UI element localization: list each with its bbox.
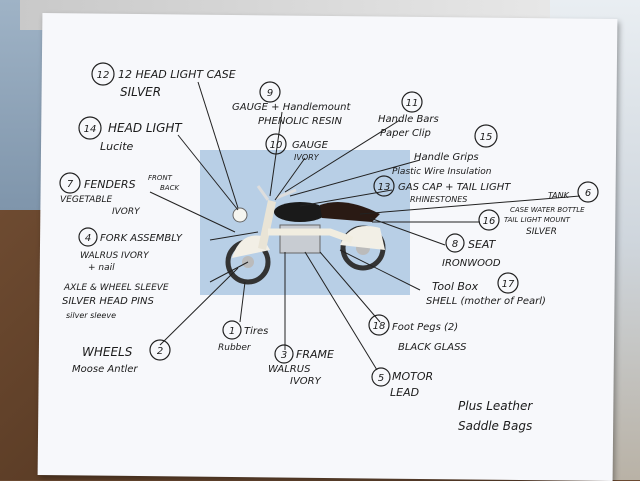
label-fork-assembly: FORK ASSEMBLY [100, 233, 183, 244]
label-gas-cap: GAS CAP + TAIL LIGHT [398, 182, 511, 193]
gas-tank [274, 202, 326, 222]
number-14: 14 [84, 124, 97, 135]
label-axle-sleeve: silver sleeve [66, 311, 116, 320]
number-7: 7 [67, 179, 74, 190]
label-fenders: FENDERS [84, 178, 136, 191]
handle-bars [256, 185, 297, 201]
label-handle-grips-material: Plastic Wire Insulation [392, 167, 492, 177]
label-foot-pegs-material: BLACK GLASS [398, 342, 467, 353]
label-foot-pegs: Foot Pegs (2) [392, 322, 458, 333]
label-saddle-bags: Saddle Bags [458, 419, 532, 433]
number-12: 12 [97, 70, 110, 81]
label-handle-bars: Handle Bars [378, 114, 439, 125]
number-1: 1 [229, 326, 235, 337]
handwritten-labels: 12 HEAD LIGHT CASE SILVER GAUGE + Handle… [60, 68, 585, 433]
label-fenders-back: BACK [160, 184, 180, 192]
circle-numbers: 12 9 11 14 10 15 7 13 6 16 4 8 17 1 18 2… [67, 70, 591, 384]
label-frame-material-2: IVORY [290, 376, 322, 387]
label-gauge-material: IVORY [294, 153, 320, 162]
number-15: 15 [480, 132, 493, 143]
label-headlight-case: 12 HEAD LIGHT CASE [118, 68, 236, 81]
motorcycle-photo [225, 185, 386, 285]
number-10: 10 [270, 140, 283, 151]
label-fork-nail: + nail [88, 263, 115, 273]
seat [320, 202, 380, 222]
number-16: 16 [483, 216, 496, 227]
label-head-light: HEAD LIGHT [108, 121, 183, 135]
fork [258, 200, 276, 250]
label-wheels: WHEELS [82, 345, 133, 359]
rear-fender [340, 226, 385, 250]
label-frame-material-1: WALRUS [268, 364, 311, 375]
label-gauge-handlemount-material: PHENOLIC RESIN [258, 116, 342, 127]
number-18: 18 [373, 321, 386, 332]
label-seat-material: IRONWOOD [442, 258, 501, 269]
number-2: 2 [157, 346, 163, 357]
label-gauge: GAUGE [292, 140, 329, 151]
frame [268, 228, 354, 244]
label-fenders-front: FRONT [148, 174, 173, 182]
label-frame: FRAME [296, 348, 334, 361]
label-plus-leather: Plus Leather [458, 399, 533, 413]
number-4: 4 [85, 233, 91, 244]
leader-lines [149, 81, 581, 371]
number-6: 6 [585, 188, 591, 199]
label-axle-wheel-sleeve: AXLE & WHEEL SLEEVE [63, 283, 169, 293]
label-tires: Tires [244, 326, 268, 337]
label-motor: MOTOR [392, 370, 433, 383]
label-fork-material: WALRUS IVORY [80, 251, 150, 261]
label-tool-box: Tool Box [432, 280, 479, 293]
number-circles [59, 62, 599, 387]
head-light [232, 207, 248, 223]
number-9: 9 [267, 88, 273, 99]
number-13: 13 [378, 182, 391, 193]
label-tires-material: Rubber [218, 343, 252, 353]
label-headlight-case-material: SILVER [120, 85, 161, 99]
label-gauge-handlemount: GAUGE + Handlemount [232, 102, 352, 113]
number-11: 11 [406, 98, 419, 109]
label-tank: TANK [548, 191, 570, 200]
label-case-water-bottle: CASE WATER BOTTLE [510, 206, 585, 214]
label-fenders-material-2: IVORY [112, 207, 141, 217]
label-tail-light-mount: TAIL LIGHT MOUNT [504, 216, 571, 224]
number-8: 8 [452, 239, 458, 250]
number-17: 17 [502, 279, 515, 290]
label-head-light-material: Lucite [100, 140, 134, 153]
label-handle-bars-material: Paper Clip [380, 128, 431, 139]
label-fenders-material-1: VEGETABLE [60, 195, 113, 205]
number-3: 3 [281, 350, 287, 361]
label-gas-cap-material: RHINESTONES [410, 195, 467, 204]
label-seat: SEAT [468, 238, 497, 251]
number-5: 5 [378, 373, 384, 384]
label-tool-box-material: SHELL (mother of Pearl) [426, 296, 546, 307]
label-wheels-material: Moose Antler [72, 364, 138, 375]
label-handle-grips: Handle Grips [414, 152, 479, 163]
label-motor-material: LEAD [390, 386, 419, 399]
label-case-material: SILVER [526, 227, 557, 237]
label-axle-material: SILVER HEAD PINS [62, 296, 154, 307]
